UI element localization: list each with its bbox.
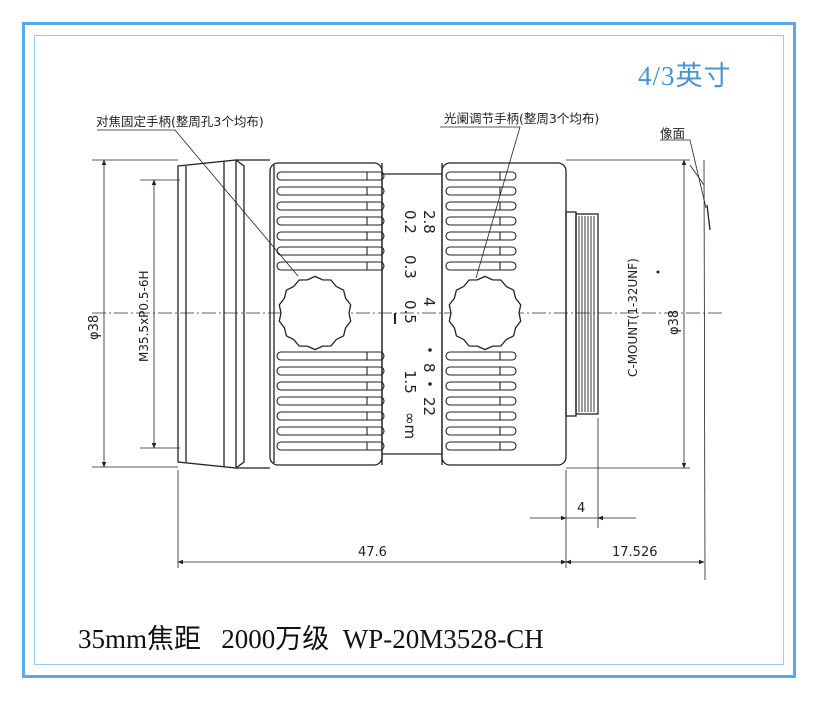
- focus-mark-0.5: 0.5: [401, 300, 419, 324]
- ring-rib: [276, 426, 385, 436]
- aperture-scale: 2.8 4 8 22: [420, 210, 438, 416]
- aperture-mark-22: 22: [420, 397, 438, 416]
- ring-rib: [445, 231, 517, 241]
- ring-rib: [445, 411, 517, 421]
- ring-rib: [276, 396, 385, 406]
- ring-rib: [445, 246, 517, 256]
- ring-rib: [276, 351, 385, 361]
- left-diameter-label: φ38: [87, 315, 102, 340]
- back-focus-label: 17.526: [612, 545, 658, 560]
- mount-thread: [578, 216, 595, 412]
- ring-rib: [276, 201, 385, 211]
- mount-length-label: 4: [577, 501, 585, 516]
- focus-mark-0.3: 0.3: [401, 255, 419, 279]
- aperture-mark-8: 8: [420, 363, 438, 373]
- focus-handle-knob: [278, 275, 352, 351]
- ring-rib: [445, 351, 517, 361]
- focus-mark-0.2: 0.2: [401, 210, 419, 234]
- right-dimensions: [566, 159, 690, 469]
- right-diameter-label: φ38: [667, 310, 682, 335]
- focus-mark-inf: ∞m: [401, 412, 419, 439]
- ring-rib: [276, 411, 385, 421]
- ring-rib: [445, 396, 517, 406]
- focus-ring-ribs: [276, 171, 385, 451]
- ring-rib: [445, 426, 517, 436]
- ring-rib: [445, 186, 517, 196]
- ring-rib: [276, 171, 385, 181]
- ring-rib: [276, 381, 385, 391]
- focus-scale: 0.2 0.3 0.5 1.5 ∞m: [401, 210, 419, 439]
- filter-thread-label: M35.5xP0.5-6H: [137, 271, 151, 362]
- ring-rib: [276, 366, 385, 376]
- iris-handle-callout: 光阑调节手柄(整周3个均布): [444, 111, 600, 126]
- aperture-mark-2.8: 2.8: [420, 210, 438, 234]
- ring-rib: [276, 231, 385, 241]
- ring-rib: [276, 261, 385, 271]
- ring-rib: [445, 201, 517, 211]
- ring-rib: [445, 441, 517, 451]
- product-caption: 35mm焦距 2000万级 WP-20M3528-CH: [78, 624, 544, 654]
- left-dimensions: [92, 159, 180, 468]
- inner-border: [34, 35, 784, 665]
- ring-rib: [276, 186, 385, 196]
- ring-rib: [445, 171, 517, 181]
- ring-rib: [445, 366, 517, 376]
- ring-rib: [276, 246, 385, 256]
- image-plane-callout: 像面: [660, 126, 686, 141]
- format-badge: 4/3英寸: [638, 61, 732, 91]
- mount-label: C-MOUNT(1-32UNF): [626, 258, 640, 377]
- iris-ring-ribs: [445, 171, 517, 451]
- ring-rib: [445, 381, 517, 391]
- ring-rib: [276, 216, 385, 226]
- front-barrel: [177, 159, 270, 469]
- overall-length-label: 47.6: [358, 545, 387, 560]
- outer-border: [22, 22, 796, 678]
- iris-handle-knob: [448, 275, 522, 351]
- focus-handle-callout: 对焦固定手柄(整周孔3个均布): [96, 114, 264, 129]
- ring-rib: [445, 261, 517, 271]
- callout-leaders: [97, 126, 707, 279]
- aperture-mark-4: 4: [420, 297, 438, 307]
- focus-mark-1.5: 1.5: [401, 370, 419, 394]
- ring-rib: [276, 441, 385, 451]
- ring-rib: [445, 216, 517, 226]
- rear-mount: [565, 211, 599, 417]
- image-plane-line: [706, 204, 711, 231]
- bottom-dimensions: [177, 418, 705, 568]
